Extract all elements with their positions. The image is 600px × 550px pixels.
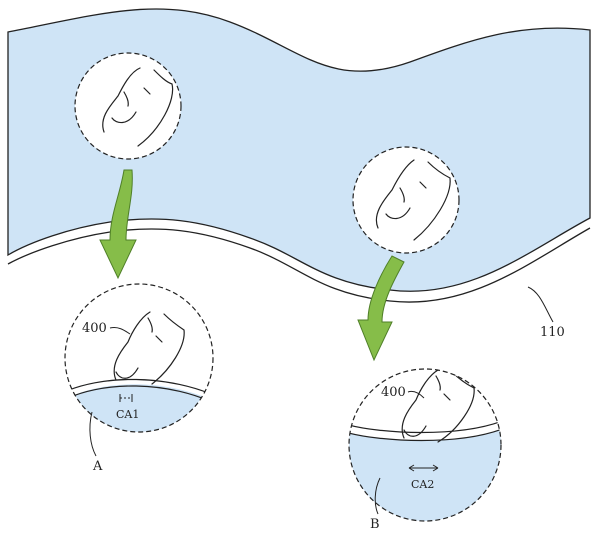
press-arrow-a <box>99 169 137 280</box>
finger-ref-label-a: 400 <box>82 321 107 336</box>
panel-bottom-edge <box>7 227 591 303</box>
detail-circle-a <box>64 283 214 457</box>
finger-leader-b <box>407 391 425 399</box>
press-arrow-b <box>357 255 405 362</box>
panel-body <box>7 8 591 292</box>
contact-area-label-a: CA1 <box>116 408 139 421</box>
detail-b-panel <box>349 428 501 521</box>
finger-leader-a <box>109 327 131 335</box>
contact-area-label-b: CA2 <box>411 478 434 491</box>
detail-circle-b <box>348 368 502 522</box>
finger-icon-right <box>375 159 451 241</box>
flexible-display-panel <box>7 8 591 303</box>
detail-leader-a <box>89 411 97 457</box>
panel-ref-label: 110 <box>540 325 565 340</box>
panel-leader-line <box>527 286 554 323</box>
detail-leader-b <box>374 477 381 515</box>
finger-icon-a <box>113 311 185 385</box>
finger-icon-b <box>401 369 475 443</box>
detail-label-a: A <box>92 459 103 474</box>
finger-circle-right <box>352 146 460 254</box>
detail-label-b: B <box>370 517 380 532</box>
finger-ref-label-b: 400 <box>381 385 406 400</box>
finger-icon-left <box>102 67 174 147</box>
finger-circle-left <box>74 52 182 160</box>
